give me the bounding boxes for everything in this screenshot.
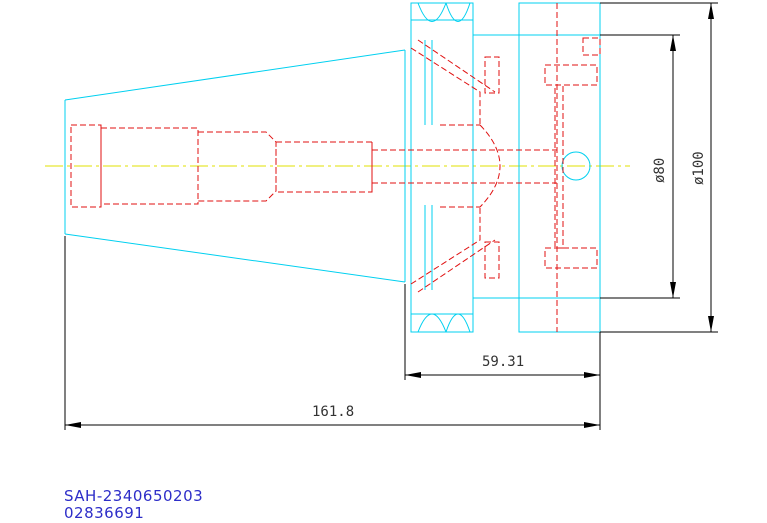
part-number: 02836691 xyxy=(64,504,145,522)
dimension-arrows xyxy=(65,3,714,428)
flange-outline xyxy=(410,2,601,333)
total-length-dimension: 161.8 xyxy=(312,404,354,420)
part-code: SAH-2340650203 xyxy=(64,487,204,505)
diameter-80-dimension: ø80 xyxy=(652,158,668,183)
diameter-100-dimension: ø100 xyxy=(691,151,707,185)
flange-length-dimension: 59.31 xyxy=(482,354,524,370)
dimension-lines xyxy=(64,2,718,430)
hidden-features xyxy=(70,3,601,332)
taper-shank-outline xyxy=(64,49,406,283)
